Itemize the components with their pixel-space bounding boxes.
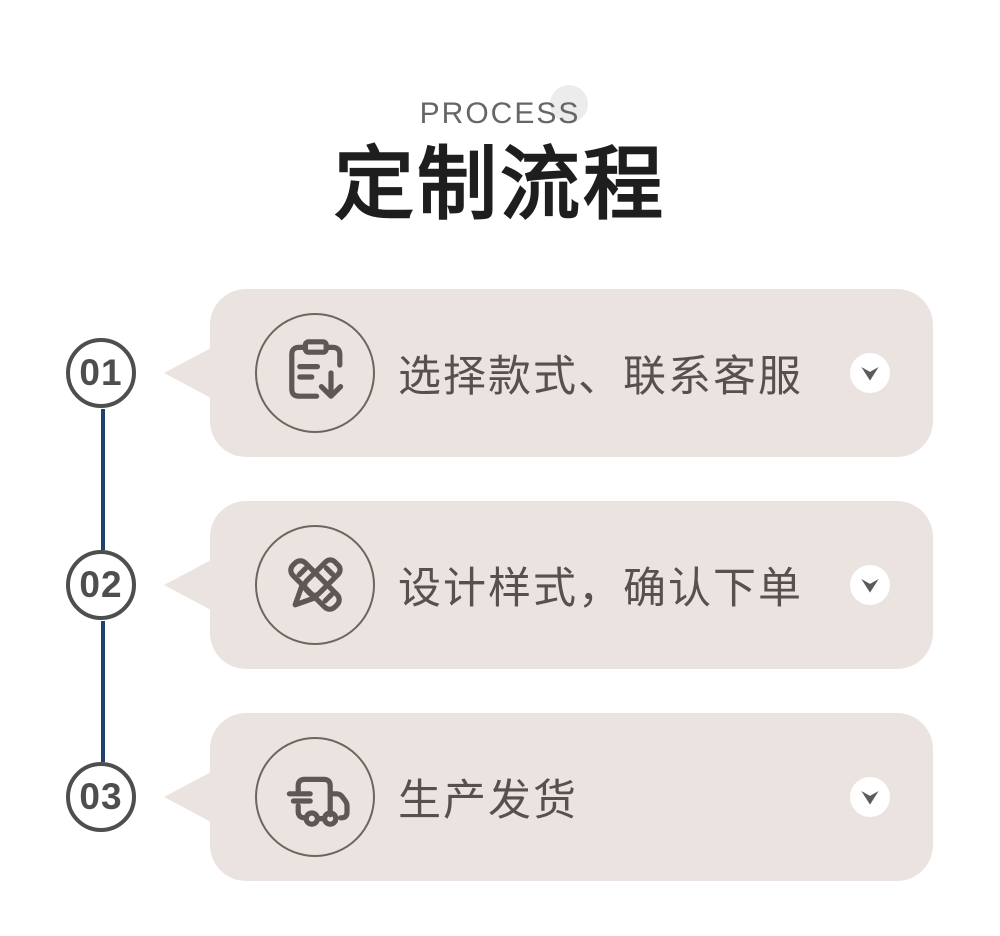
step-connector-line bbox=[101, 621, 105, 762]
design-pencils-icon bbox=[288, 557, 343, 612]
expand-step-button[interactable] bbox=[850, 777, 890, 817]
card-pointer-arrow bbox=[164, 772, 211, 822]
step-icon-ring bbox=[255, 525, 375, 645]
delivery-truck-icon bbox=[286, 776, 350, 827]
step-row-1: 01 选择款式、联系客服 bbox=[0, 289, 1000, 457]
section-header: PROCESS bbox=[0, 85, 1000, 137]
section-eyebrow: PROCESS bbox=[419, 97, 581, 130]
step-label: 设计样式，确认下单 bbox=[398, 565, 803, 613]
card-pointer-arrow bbox=[164, 560, 211, 610]
expand-step-button[interactable] bbox=[850, 353, 890, 393]
step-card-1[interactable]: 选择款式、联系客服 bbox=[210, 289, 933, 457]
step-icon-ring bbox=[255, 737, 375, 857]
step-number: 01 bbox=[79, 352, 123, 393]
step-number-badge: 02 bbox=[66, 550, 136, 620]
step-number: 03 bbox=[79, 776, 123, 817]
step-label: 生产发货 bbox=[398, 777, 578, 825]
step-row-3: 03 生产发货 bbox=[0, 713, 1000, 881]
chevron-down-icon bbox=[861, 367, 879, 381]
step-connector-line bbox=[101, 409, 105, 550]
expand-step-button[interactable] bbox=[850, 565, 890, 605]
step-label: 选择款式、联系客服 bbox=[398, 353, 803, 401]
clipboard-download-icon bbox=[289, 339, 344, 399]
chevron-down-icon bbox=[861, 791, 879, 805]
step-row-2: 02 设计样式，确认下单 bbox=[0, 501, 1000, 669]
step-icon-ring bbox=[255, 313, 375, 433]
step-number-badge: 01 bbox=[66, 338, 136, 408]
step-card-3[interactable]: 生产发货 bbox=[210, 713, 933, 881]
decorative-dot bbox=[550, 85, 588, 123]
step-card-2[interactable]: 设计样式，确认下单 bbox=[210, 501, 933, 669]
step-number: 02 bbox=[79, 564, 123, 605]
page-title: 定制流程 bbox=[334, 140, 666, 229]
card-pointer-arrow bbox=[164, 348, 211, 398]
step-number-badge: 03 bbox=[66, 762, 136, 832]
chevron-down-icon bbox=[861, 579, 879, 593]
